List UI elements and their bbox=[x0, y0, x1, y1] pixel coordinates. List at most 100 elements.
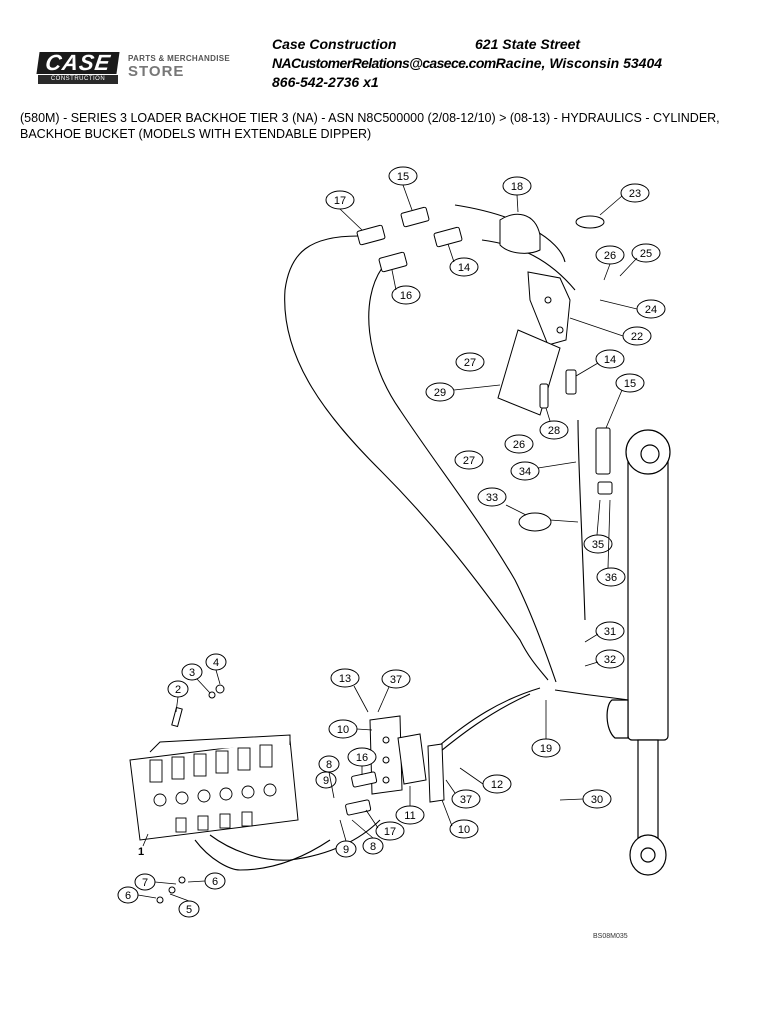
callout-label-7: 7 bbox=[142, 877, 148, 889]
hose-to-manifold bbox=[439, 687, 541, 746]
callout-label-27b: 27 bbox=[463, 455, 475, 467]
callout-label-8a: 8 bbox=[326, 759, 332, 771]
city-state-zip: Racine, Wisconsin 53404 bbox=[495, 55, 663, 71]
callout-label-2: 2 bbox=[175, 684, 181, 696]
callout-label-23: 23 bbox=[629, 188, 641, 200]
callout-label-25: 25 bbox=[640, 248, 652, 260]
phone-number: 866-542-2736 x1 bbox=[272, 74, 379, 90]
callout-36 bbox=[596, 567, 626, 587]
callout-label-35: 35 bbox=[592, 539, 604, 551]
callout-label-1: 1 bbox=[138, 846, 144, 858]
callout-label-14a: 14 bbox=[458, 262, 470, 274]
callout-label-10a: 10 bbox=[337, 724, 349, 736]
callout-25 bbox=[631, 243, 661, 263]
callout-16a bbox=[391, 285, 421, 305]
callout-29 bbox=[425, 382, 455, 402]
hose-valve-lower-2 bbox=[194, 839, 331, 871]
callout-label-6a: 6 bbox=[125, 890, 131, 902]
tube-34 bbox=[577, 419, 586, 621]
callout-37a bbox=[381, 669, 411, 689]
cylinder-30 bbox=[606, 429, 671, 876]
callout-23 bbox=[620, 183, 650, 203]
callout-label-31: 31 bbox=[604, 626, 616, 638]
manifold-10-11 bbox=[369, 715, 445, 803]
callout-label-26b: 26 bbox=[513, 439, 525, 451]
part-title: (580M) - SERIES 3 LOADER BACKHOE TIER 3 … bbox=[20, 110, 750, 142]
part-title-line2: BACKHOE BUCKET (MODELS WITH EXTENDABLE D… bbox=[20, 127, 372, 141]
callout-35 bbox=[583, 534, 613, 554]
parts-diagram: 15 17 18 23 14 16 26 25 24 22 27 14 15 2… bbox=[117, 166, 671, 918]
callout-label-17a: 17 bbox=[334, 195, 346, 207]
parts-store-logo: PARTS & MERCHANDISE STORE bbox=[128, 54, 248, 82]
store-logo-line2: STORE bbox=[128, 63, 185, 80]
hose-lines bbox=[194, 204, 628, 871]
callout-label-8b: 8 bbox=[370, 841, 376, 853]
callout-label-15a: 15 bbox=[397, 171, 409, 183]
tube-18 bbox=[499, 213, 541, 254]
bracket-22 bbox=[527, 271, 571, 346]
callout-label-26a: 26 bbox=[604, 250, 616, 262]
callout-label-12: 12 bbox=[491, 779, 503, 791]
callout-label-36: 36 bbox=[605, 572, 617, 584]
callout-label-37b: 37 bbox=[460, 794, 472, 806]
callout-label-9a: 9 bbox=[323, 775, 329, 787]
leader-lines bbox=[137, 184, 638, 902]
callout-label-22: 22 bbox=[631, 331, 643, 343]
callout-3 bbox=[181, 663, 203, 681]
callout-label-32: 32 bbox=[604, 654, 616, 666]
callout-15b bbox=[615, 373, 645, 393]
case-logo-subtext: CONSTRUCTION bbox=[38, 75, 118, 84]
hose-clip bbox=[554, 689, 628, 701]
callout-label-33: 33 bbox=[486, 492, 498, 504]
callout-label-11: 11 bbox=[404, 810, 415, 822]
callout-label-34: 34 bbox=[519, 466, 531, 478]
callout-10b bbox=[449, 819, 479, 839]
callout-label-19: 19 bbox=[540, 743, 552, 755]
callout-label-30: 30 bbox=[591, 794, 603, 806]
callout-label-14b: 14 bbox=[604, 354, 616, 366]
callout-label-5: 5 bbox=[186, 904, 192, 916]
callout-32 bbox=[595, 649, 625, 669]
callout-label-15b: 15 bbox=[624, 378, 636, 390]
callout-26b bbox=[504, 434, 534, 454]
callout-label-29: 29 bbox=[434, 387, 446, 399]
callout-14b bbox=[595, 349, 625, 369]
callout-27a bbox=[455, 352, 485, 372]
fittings-top bbox=[356, 206, 613, 532]
callout-27b bbox=[454, 450, 484, 470]
callout-label-13: 13 bbox=[339, 673, 351, 685]
callout-labels: 15 17 18 23 14 16 26 25 24 22 27 14 15 2… bbox=[125, 171, 657, 916]
callout-31 bbox=[595, 621, 625, 641]
callout-37b bbox=[451, 789, 481, 809]
callout-label-17b: 17 bbox=[384, 826, 396, 838]
callout-28 bbox=[539, 420, 569, 440]
hose-to-manifold-2 bbox=[429, 693, 531, 761]
store-logo-line1: PARTS & MERCHANDISE bbox=[128, 54, 231, 63]
small-fittings bbox=[156, 684, 378, 904]
street-address: 621 State Street bbox=[475, 36, 581, 52]
hose-inner bbox=[368, 267, 557, 683]
callout-label-3: 3 bbox=[189, 667, 195, 679]
part-title-line1: (580M) - SERIES 3 LOADER BACKHOE TIER 3 … bbox=[20, 111, 720, 125]
callout-label-4: 4 bbox=[213, 657, 219, 669]
control-valve-1 bbox=[129, 734, 299, 841]
callout-label-24: 24 bbox=[645, 304, 657, 316]
case-logo-text: CASE bbox=[36, 50, 120, 75]
callout-label-16b: 16 bbox=[356, 752, 368, 764]
callout-label-28: 28 bbox=[548, 425, 560, 437]
callout-17b bbox=[375, 821, 405, 841]
callout-label-10b: 10 bbox=[458, 824, 470, 836]
callout-label-18: 18 bbox=[511, 181, 523, 193]
callout-34 bbox=[510, 461, 540, 481]
hose-left bbox=[284, 235, 549, 681]
callout-label-9b: 9 bbox=[343, 844, 349, 856]
callout-label-27a: 27 bbox=[464, 357, 476, 369]
callout-label-6b: 6 bbox=[212, 876, 218, 888]
callout-label-37a: 37 bbox=[390, 674, 402, 686]
hose-valve-lower bbox=[209, 819, 381, 861]
callout-14a bbox=[449, 257, 479, 277]
email-link[interactable]: NACustomerRelations@casece.com bbox=[272, 55, 496, 71]
callout-33 bbox=[477, 487, 507, 507]
diagram-code: BS08M035 bbox=[593, 933, 628, 940]
